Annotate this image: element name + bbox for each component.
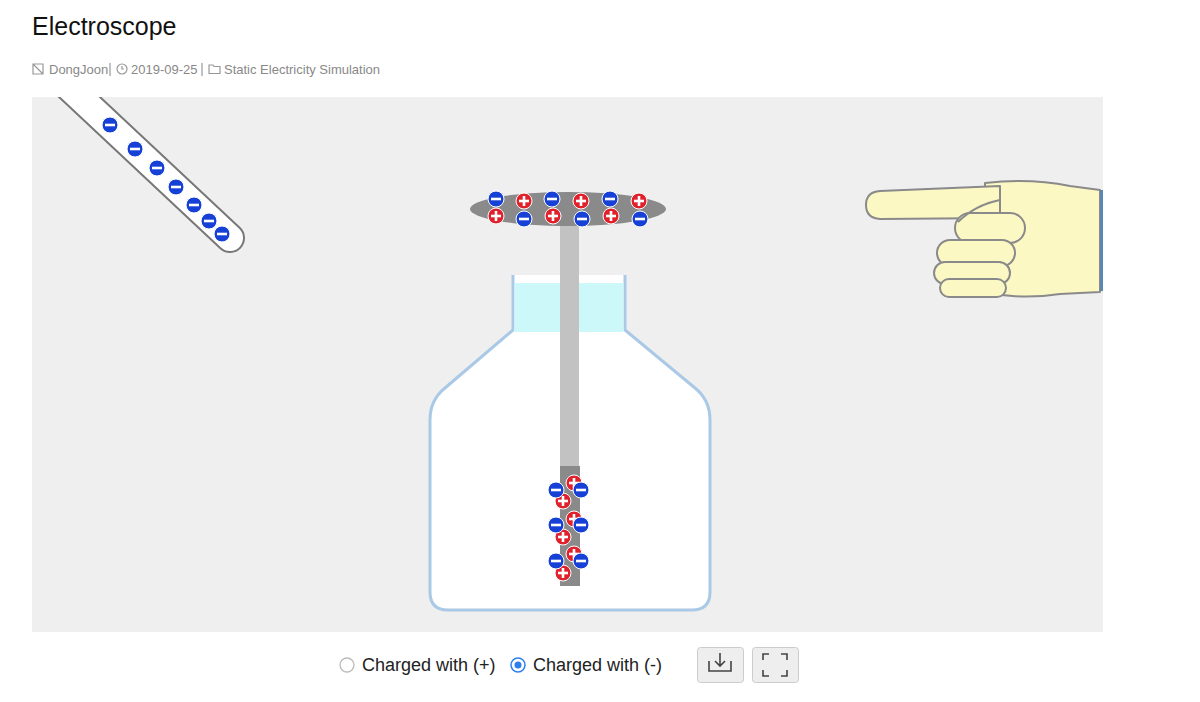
author-name: DongJoon — [49, 63, 108, 76]
radio-label: Charged with (-) — [533, 656, 662, 674]
category-name: Static Electricity Simulation — [224, 63, 380, 76]
leaf-charges — [548, 475, 589, 581]
post-date: 2019-09-25 — [131, 63, 198, 76]
page-title: Electroscope — [32, 14, 177, 39]
disk-charges — [488, 191, 648, 227]
meta-icons — [33, 63, 220, 76]
radio-label: Charged with (+) — [362, 656, 496, 674]
toolbar-buttons — [698, 648, 799, 683]
metal-rod — [560, 222, 579, 472]
simulation-stage — [32, 97, 1103, 632]
pointing-hand — [866, 181, 1103, 297]
metal-disk — [470, 192, 666, 226]
charged-rod — [40, 97, 230, 242]
